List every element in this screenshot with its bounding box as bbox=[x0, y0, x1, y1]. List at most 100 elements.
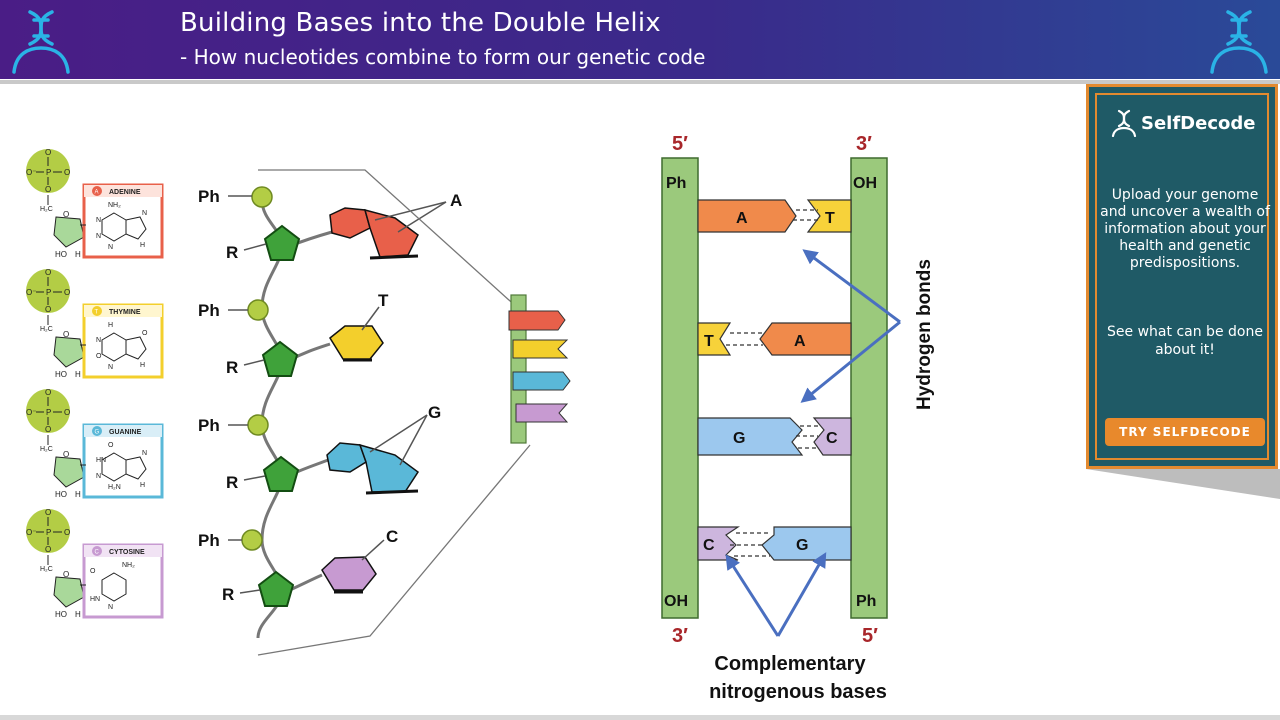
base-name-label: GUANINE bbox=[109, 429, 142, 436]
base-badge-letter: A bbox=[95, 190, 99, 196]
pair-label: G bbox=[733, 430, 745, 447]
phosphate-circle bbox=[247, 299, 269, 321]
base-atom-label: N bbox=[108, 244, 113, 251]
page-title: Building Bases into the Double Helix bbox=[180, 8, 661, 38]
atom-label: O bbox=[45, 388, 51, 397]
complementary-arrow bbox=[725, 554, 780, 637]
hydrogen-bond-arrow bbox=[800, 320, 901, 403]
atom-label: O bbox=[63, 210, 69, 219]
base-atom-label: O bbox=[108, 442, 114, 449]
bottom-divider bbox=[0, 715, 1280, 720]
base-atom-label: N bbox=[108, 364, 113, 371]
complementary-arrow bbox=[776, 552, 827, 637]
label-r: R bbox=[226, 243, 238, 262]
base-badge-letter: C bbox=[95, 550, 100, 556]
strand-base-adenine bbox=[329, 207, 419, 260]
hydrogen-bonds-label: Hydrogen bonds bbox=[914, 259, 935, 410]
ad-shadow-tail bbox=[1086, 469, 1280, 499]
pair-c-right bbox=[812, 417, 852, 456]
atom-label: H bbox=[75, 610, 81, 619]
pair-label: C bbox=[826, 430, 838, 447]
label-base-t: T bbox=[378, 291, 389, 310]
label-r: R bbox=[226, 358, 238, 377]
base-atom-label: O bbox=[96, 353, 102, 360]
base-badge-letter: T bbox=[95, 310, 99, 316]
atom-label: P bbox=[46, 288, 51, 297]
pair-g-right bbox=[761, 526, 852, 561]
label-r: R bbox=[222, 585, 234, 604]
group-label: Ph bbox=[666, 175, 686, 192]
base-atom-label: HN bbox=[96, 457, 106, 464]
pair-c-left bbox=[697, 526, 740, 561]
ad-brand: SelfDecode bbox=[1141, 113, 1256, 134]
atom-label: O⁻ bbox=[26, 168, 36, 177]
base-badge bbox=[92, 546, 102, 556]
sugar-ring bbox=[53, 216, 85, 248]
ladder-rail-left bbox=[661, 157, 699, 619]
atom-label: O bbox=[45, 305, 51, 314]
base-atom-label: N bbox=[142, 450, 147, 457]
label-ph: Ph bbox=[198, 301, 220, 320]
sugar-pentagon bbox=[262, 455, 300, 492]
base-atom-label: H bbox=[140, 482, 145, 489]
pair-label: A bbox=[736, 210, 748, 227]
base-atom-label: O bbox=[90, 568, 96, 575]
base-badge bbox=[92, 426, 102, 436]
atom-label: HO bbox=[55, 490, 67, 499]
pair-a-right bbox=[759, 322, 852, 356]
base-name-label: THYMINE bbox=[109, 309, 141, 316]
atom-label: O bbox=[64, 288, 70, 297]
dna-person-icon bbox=[12, 10, 70, 74]
phosphate-circle bbox=[251, 186, 273, 208]
base-atom-label: H₂N bbox=[108, 484, 121, 491]
atom-label: O bbox=[63, 570, 69, 579]
single-strand: Ph Ph Ph Ph R R R R A T G C bbox=[198, 186, 462, 639]
atom-label: O bbox=[45, 425, 51, 434]
pair-label: C bbox=[703, 537, 715, 554]
complementary-label: Complementary bbox=[714, 653, 866, 675]
pair-g-left bbox=[697, 417, 804, 456]
atom-label: H₂C bbox=[40, 566, 53, 573]
header-banner: Building Bases into the Double Helix - H… bbox=[0, 0, 1280, 82]
base-atom-label: HN bbox=[90, 596, 100, 603]
atom-label: O⁻ bbox=[26, 528, 36, 537]
phosphate-circle bbox=[241, 529, 263, 551]
atom-label: O bbox=[64, 168, 70, 177]
base-atom-label: H bbox=[108, 322, 113, 329]
base-atom-label: H bbox=[140, 242, 145, 249]
atom-label: O bbox=[45, 545, 51, 554]
phosphate-group bbox=[26, 149, 70, 193]
atom-label: O bbox=[45, 185, 51, 194]
strand-base-thymine bbox=[329, 325, 384, 362]
header-divider bbox=[0, 80, 1280, 84]
atom-label: P bbox=[46, 168, 51, 177]
atom-label: HO bbox=[55, 370, 67, 379]
atom-label: O bbox=[63, 450, 69, 459]
prime-label: 3′ bbox=[672, 625, 688, 647]
hydrogen-bond-arrow bbox=[802, 249, 901, 324]
try-selfdecode-button[interactable]: TRY SELFDECODE bbox=[1105, 418, 1265, 446]
base-ring bbox=[125, 216, 147, 240]
atom-label: H bbox=[75, 250, 81, 259]
group-label: OH bbox=[853, 175, 877, 192]
atom-label: O⁻ bbox=[26, 288, 36, 297]
atom-label: P bbox=[46, 528, 51, 537]
base-atom-label: N bbox=[96, 233, 101, 240]
atom-label: O bbox=[45, 268, 51, 277]
base-header bbox=[84, 425, 162, 437]
sugar-pentagon bbox=[261, 340, 299, 377]
atom-label: O bbox=[63, 330, 69, 339]
selfdecode-ad[interactable]: SelfDecode Upload your genome and uncove… bbox=[1086, 84, 1278, 469]
phosphate-group bbox=[26, 509, 70, 553]
pair-t-right bbox=[806, 199, 852, 233]
base-pair-ladder: A T T A G C C G 5′ 3′ 3′ 5′ Ph OH OH Ph … bbox=[661, 133, 935, 703]
base-atom-label: NH₂ bbox=[108, 202, 121, 209]
group-label: Ph bbox=[856, 593, 876, 610]
base-atom-label: N bbox=[96, 337, 101, 344]
dna-person-icon bbox=[1210, 10, 1268, 74]
base-badge bbox=[92, 186, 102, 196]
